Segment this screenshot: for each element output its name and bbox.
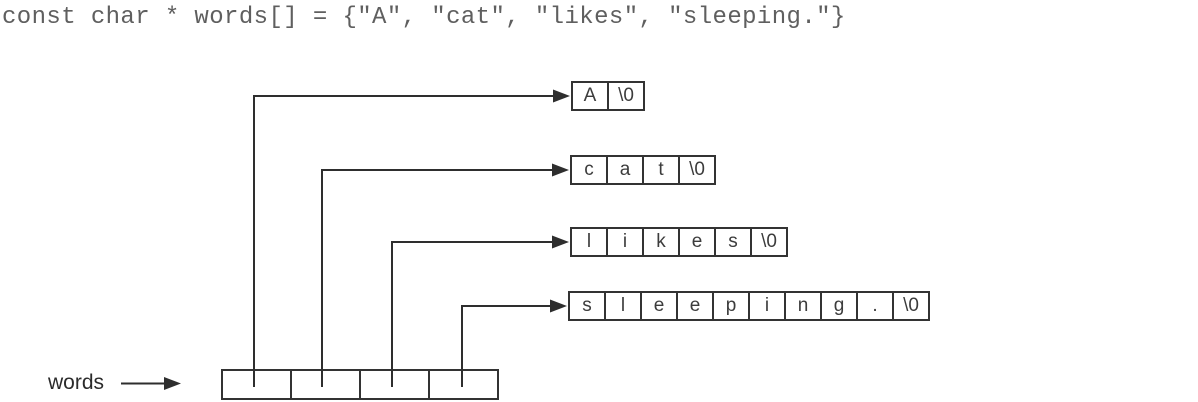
- char-cell: p: [712, 291, 750, 321]
- nul-terminator-cell: \0: [607, 81, 645, 111]
- code-line: const char * words[] = {"A", "cat", "lik…: [2, 4, 846, 31]
- char-cell: .: [856, 291, 894, 321]
- char-cell: i: [748, 291, 786, 321]
- pointer-line: [391, 241, 554, 387]
- arrowhead-icon: [553, 89, 570, 103]
- char-cell: s: [714, 227, 752, 257]
- arrowhead-icon: [164, 377, 181, 390]
- char-cell: k: [642, 227, 680, 257]
- arrowhead-icon: [552, 163, 569, 177]
- char-cell: t: [642, 155, 680, 185]
- pointer-cell-3: [428, 369, 499, 400]
- char-cell: e: [678, 227, 716, 257]
- pointer-line: [321, 169, 554, 387]
- char-cell: s: [568, 291, 606, 321]
- nul-terminator-cell: \0: [678, 155, 716, 185]
- char-cell: c: [570, 155, 608, 185]
- char-cell: n: [784, 291, 822, 321]
- pointer-line: [253, 95, 555, 387]
- char-cell: i: [606, 227, 644, 257]
- string-row-A: A\0: [571, 81, 645, 111]
- char-cell: g: [820, 291, 858, 321]
- char-cell: e: [676, 291, 714, 321]
- pointer-cell-1: [290, 369, 361, 400]
- char-cell: e: [640, 291, 678, 321]
- pointer-cell-2: [359, 369, 430, 400]
- arrowhead-icon: [550, 299, 567, 313]
- char-cell: A: [571, 81, 609, 111]
- char-cell: l: [570, 227, 608, 257]
- words-pointer-array: [221, 369, 499, 400]
- char-cell: l: [604, 291, 642, 321]
- nul-terminator-cell: \0: [750, 227, 788, 257]
- pointer-cell-0: [221, 369, 292, 400]
- words-label: words: [48, 371, 105, 394]
- nul-terminator-cell: \0: [892, 291, 930, 321]
- char-cell: a: [606, 155, 644, 185]
- arrowhead-icon: [552, 235, 569, 249]
